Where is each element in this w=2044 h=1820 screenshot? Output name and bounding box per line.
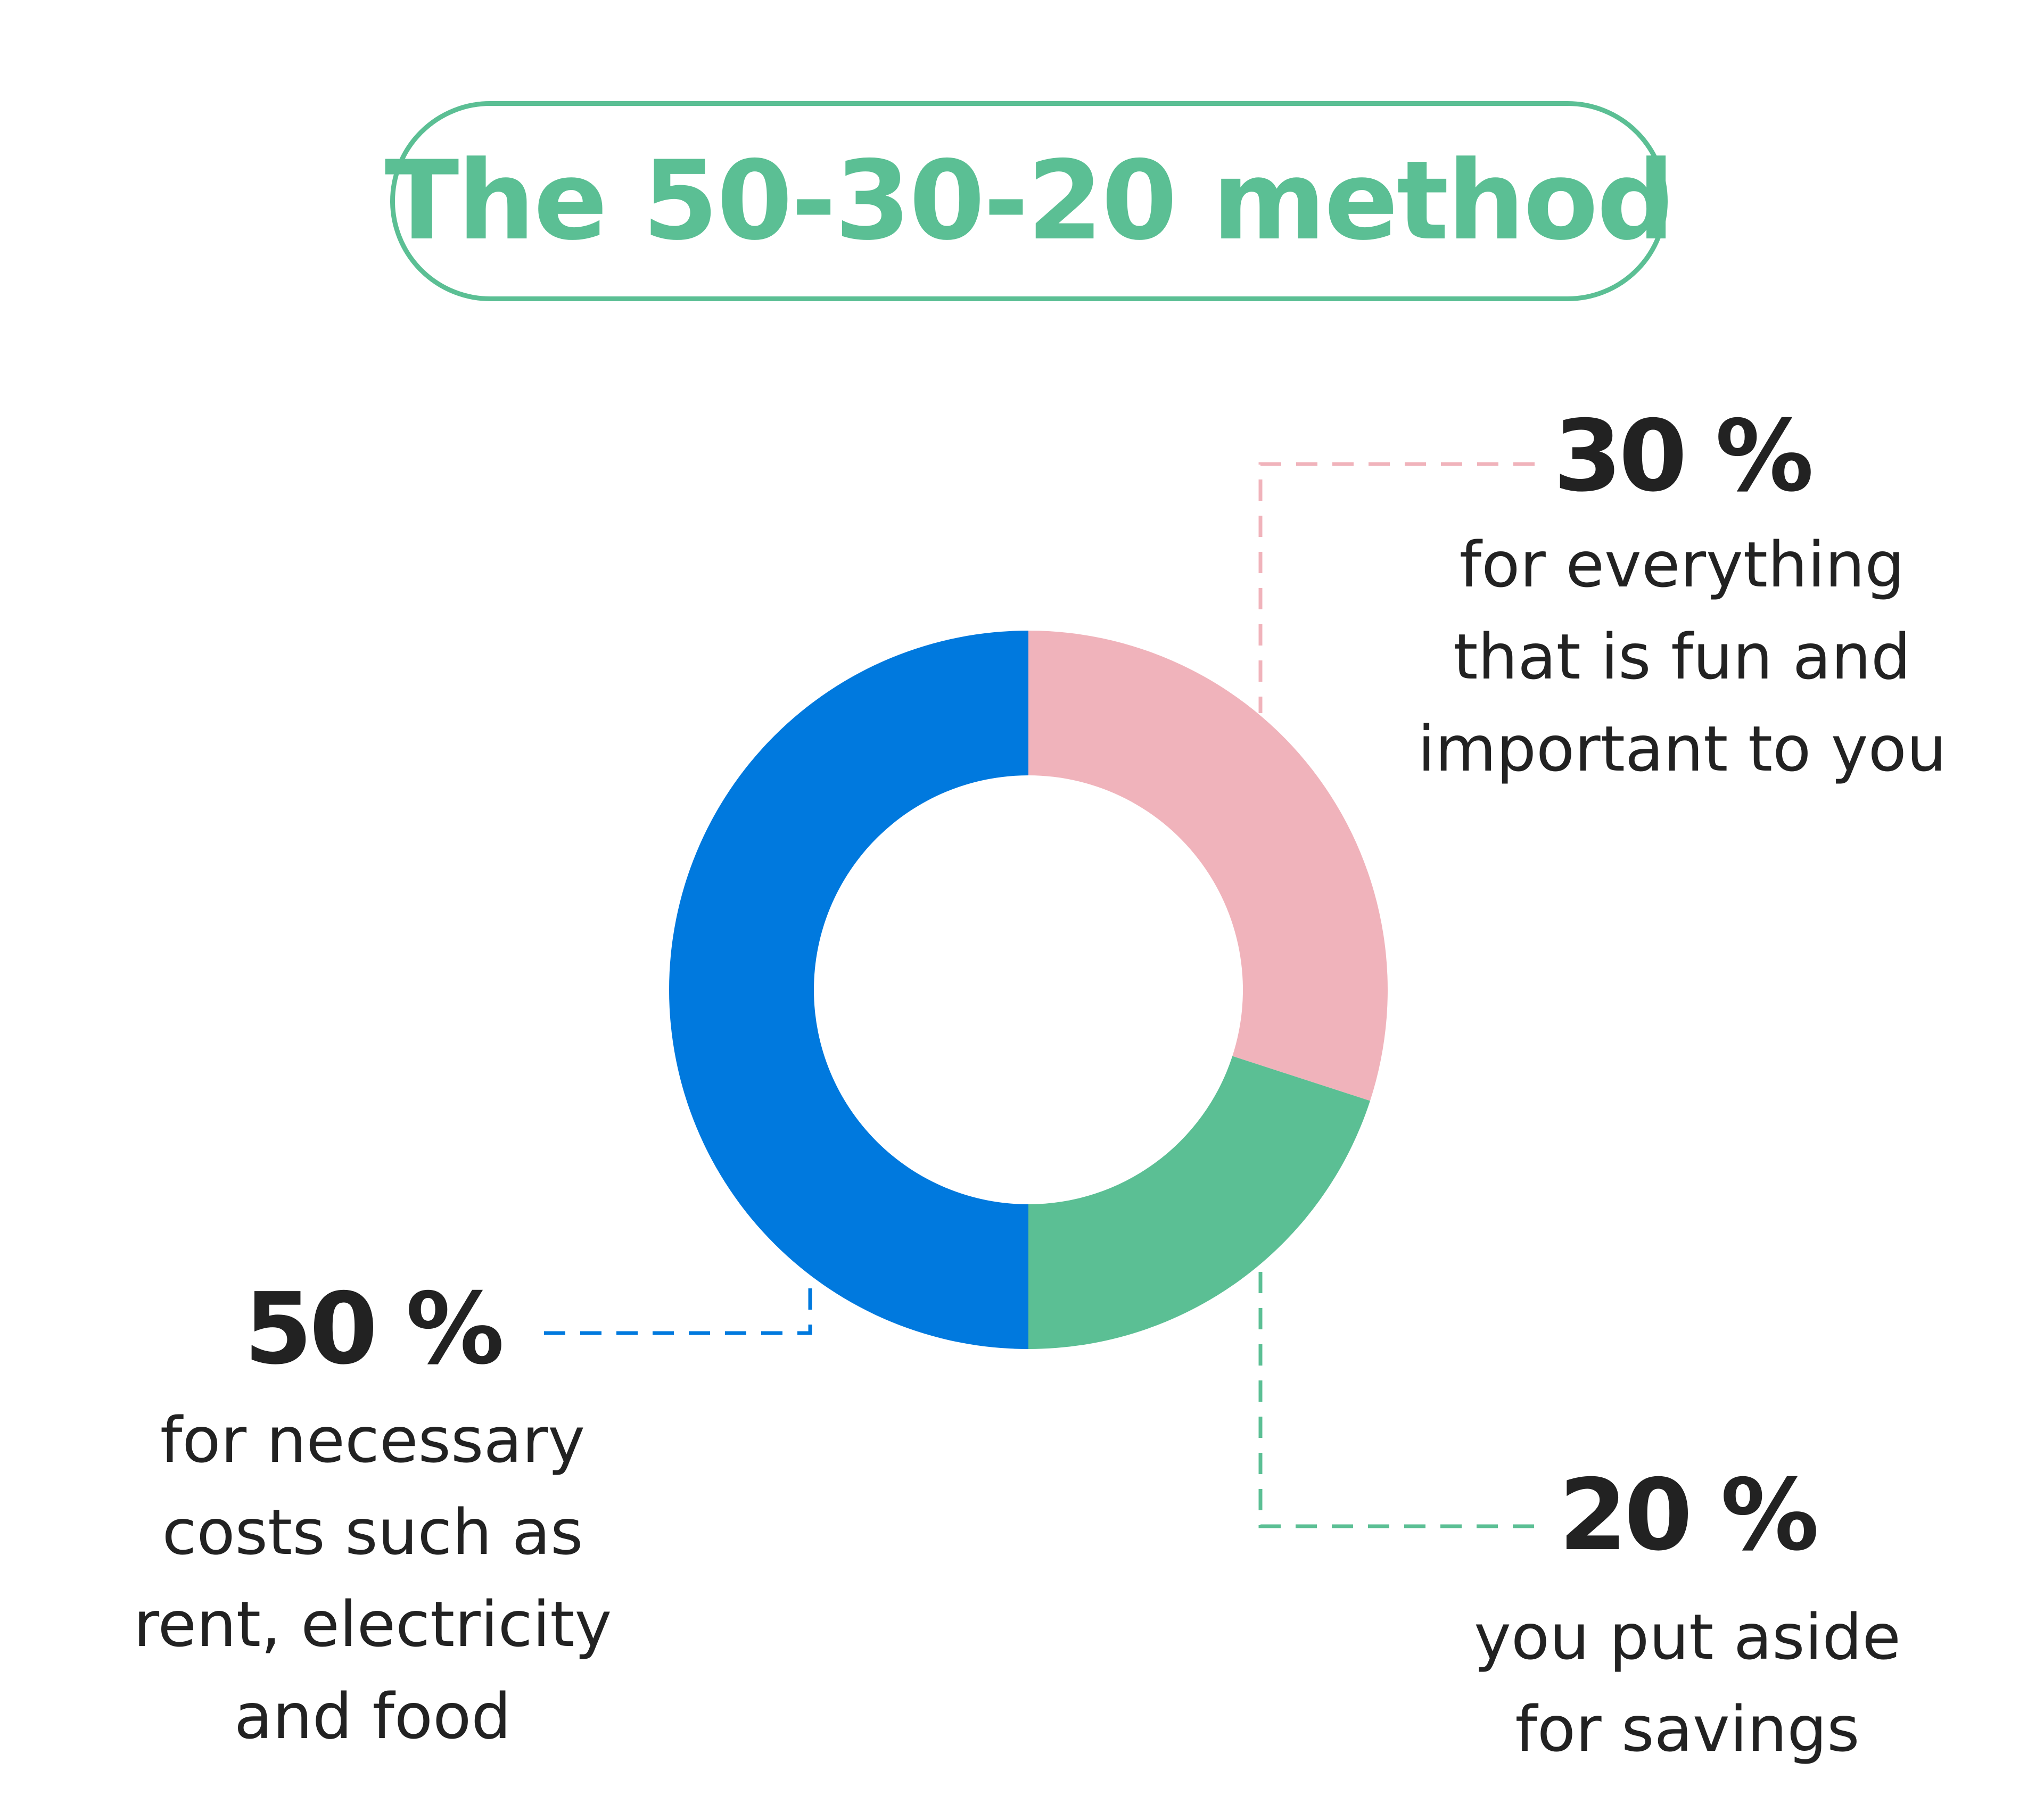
description-line-necessary-3: rent, electricity	[133, 1587, 612, 1661]
percent-label-necessary: 50 %	[244, 1271, 504, 1386]
chart-title: The 50-30-20 method	[384, 138, 1675, 264]
callout-connectors	[544, 462, 1535, 1528]
connector-savings	[1258, 1272, 1535, 1528]
callout-necessary: 50 % for necessary costs such as rent, e…	[96, 1275, 649, 1763]
percent-label-savings: 20 %	[1559, 1458, 1819, 1573]
callout-fun: 30 % for everything that is fun and impo…	[1400, 402, 1964, 795]
description-line-savings-2: for savings	[1515, 1692, 1860, 1766]
connector-fun	[1258, 462, 1535, 713]
title-pill: The 50-30-20 method	[385, 101, 1675, 301]
description-line-necessary-2: costs such as	[162, 1495, 583, 1569]
description-line-fun-2: that is fun and	[1453, 620, 1911, 693]
callout-savings: 20 % you put aside for savings	[1432, 1461, 1943, 1775]
slice-fun	[1028, 631, 1388, 1101]
description-line-fun-3: important to you	[1417, 712, 1947, 785]
connector-necessary	[544, 1277, 812, 1335]
description-line-fun-1: for everything	[1459, 528, 1905, 601]
slice-necessary	[669, 631, 1028, 1349]
description-line-necessary-4: and food	[234, 1680, 512, 1753]
percent-label-fun: 30 %	[1553, 399, 1814, 514]
slice-savings	[1028, 1056, 1370, 1349]
description-line-necessary-1: for necessary	[160, 1403, 586, 1477]
description-line-savings-1: you put aside	[1474, 1600, 1901, 1674]
donut-slices	[669, 631, 1388, 1349]
